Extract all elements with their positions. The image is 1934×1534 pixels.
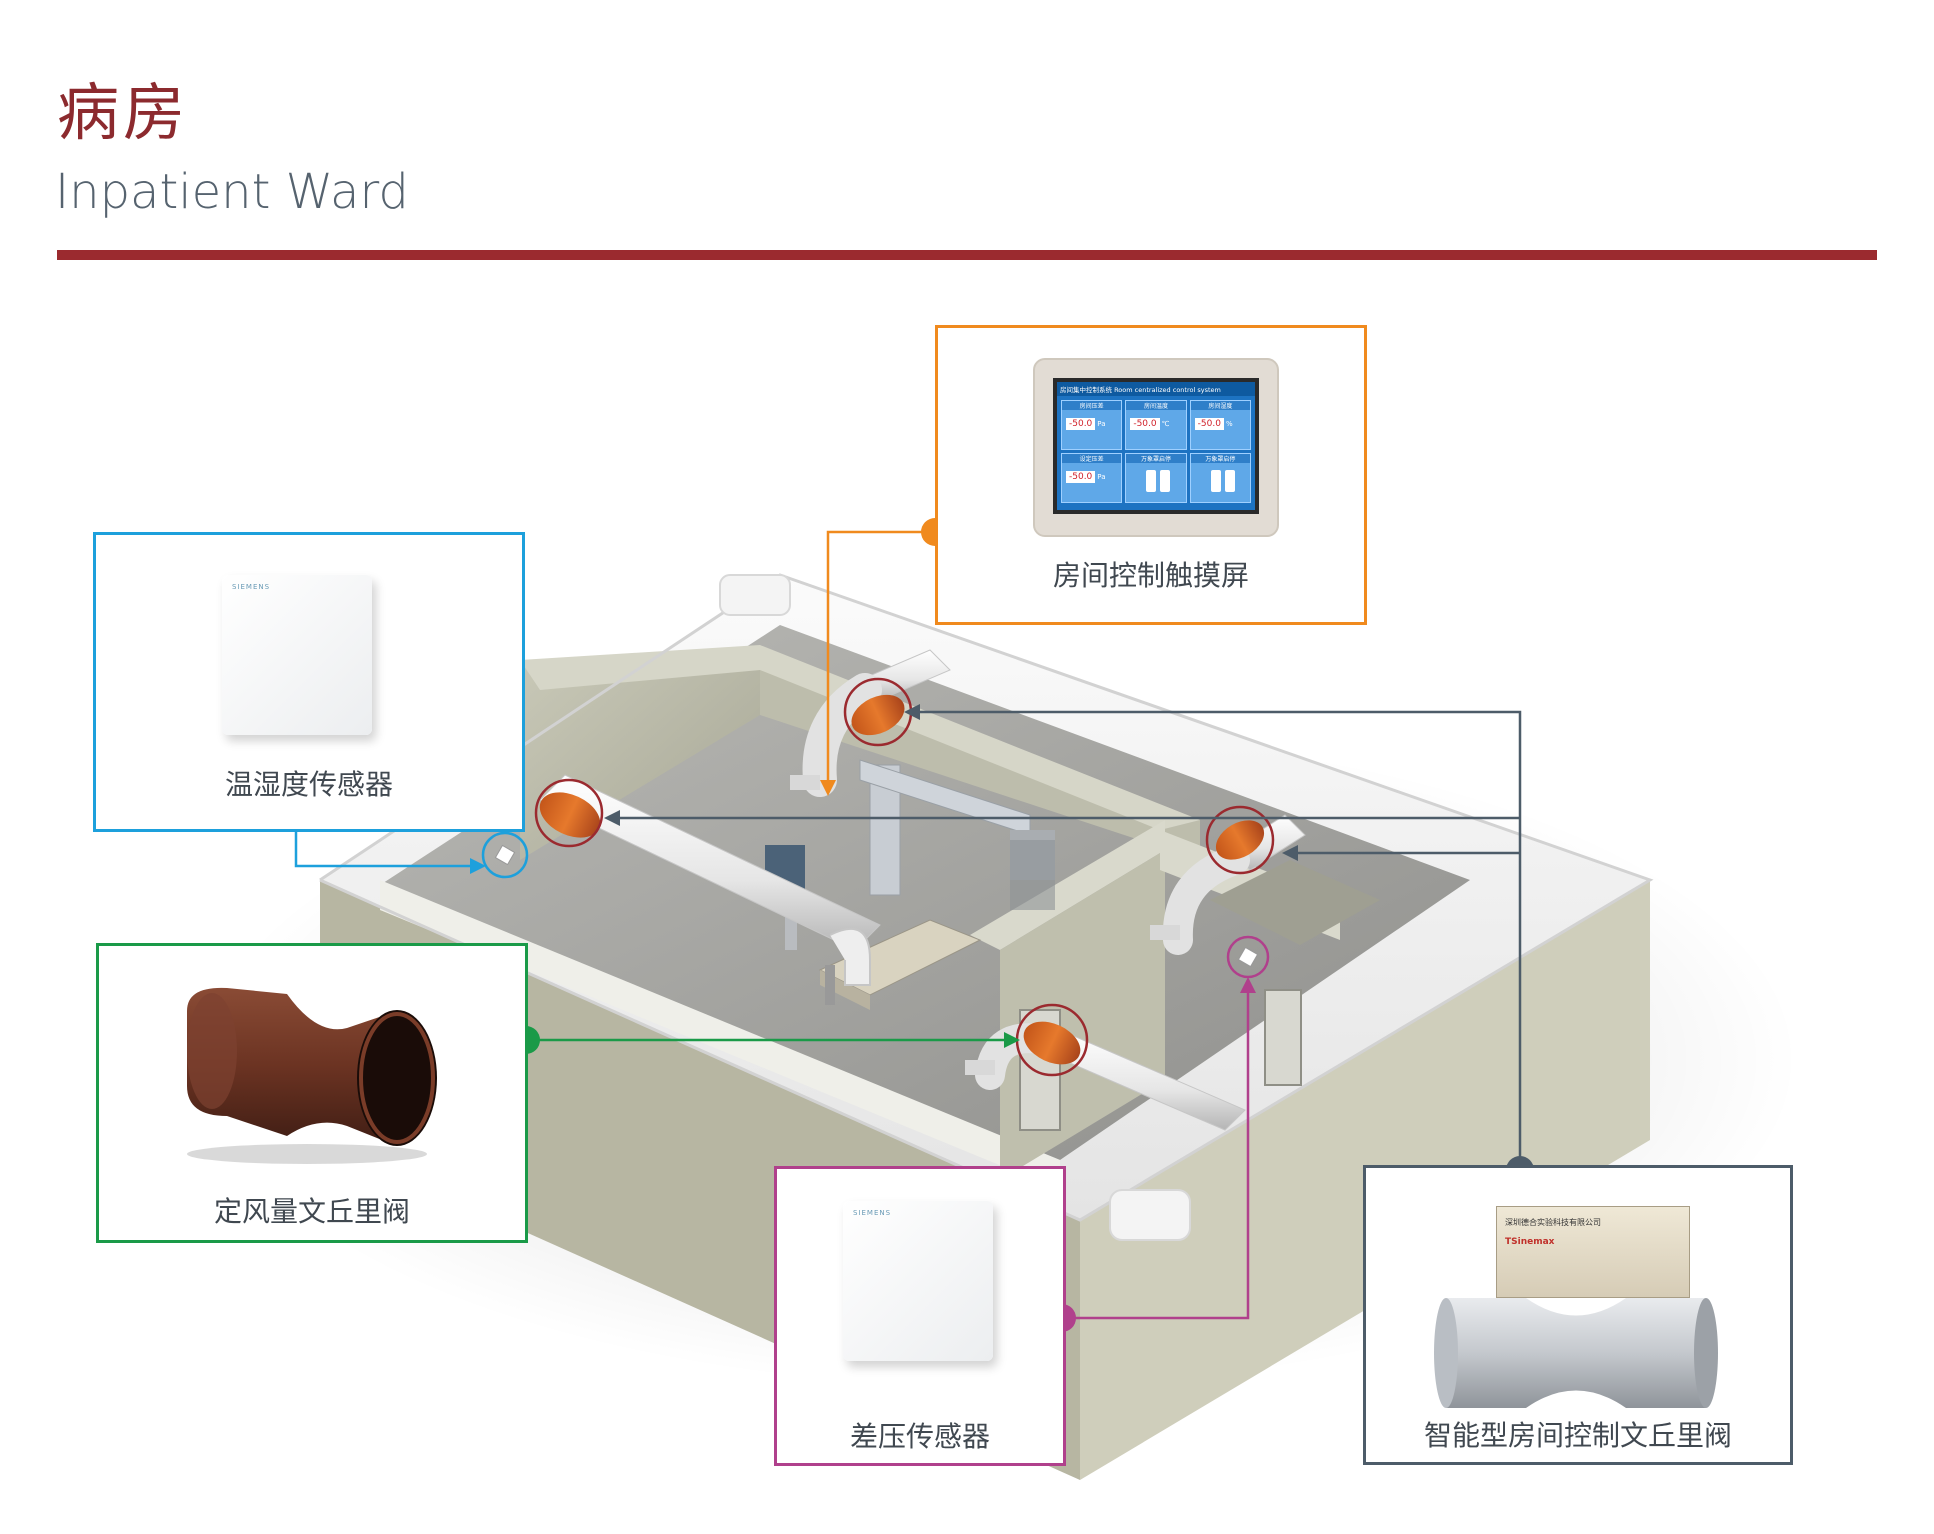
tile-value: -50.0 [1194,418,1224,430]
smart-valve-label: 智能型房间控制文丘里阀 [1423,1419,1732,1452]
tile-label: 房间湿度 [1190,401,1250,410]
leader-blue [294,830,478,868]
tile-unit: Pa [1097,420,1106,428]
arrow-slate-top [904,704,920,720]
touchscreen-display: 房间集中控制系统 Room centralized control system… [1053,378,1259,514]
arrow-green [1004,1032,1020,1048]
page-title: 病房 [57,76,190,149]
touchscreen-header: 房间集中控制系统 Room centralized control system [1057,382,1255,396]
page-subtitle: Inpatient Ward [55,164,409,220]
temp-sensor-brand: SIEMENS [232,583,271,591]
leader-slate-top [912,710,1522,1170]
arrow-magenta [1240,977,1256,993]
tile-label: 设定压差 [1062,454,1122,463]
touchscreen-tile[interactable]: 万象罩启停 [1189,453,1251,503]
tile-label: 万象罩启停 [1126,454,1186,463]
temp-humidity-label: 温湿度传感器 [224,768,393,801]
touchscreen-tile[interactable]: 万象罩启停 [1125,453,1187,503]
tile-label: 房间压差 [1062,401,1122,410]
tile-unit: Pa [1097,473,1106,481]
touchscreen-device: 房间集中控制系统 Room centralized control system… [1033,358,1279,537]
control-box-company: 深圳德合实验科技有限公司 [1505,1218,1601,1227]
callout-temp-humidity-sensor: SIEMENS 温湿度传感器 [93,532,525,832]
tile-unit: ℃ [1161,420,1170,428]
tile-unit: % [1225,420,1233,428]
callout-touchscreen: 房间集中控制系统 Room centralized control system… [935,325,1367,625]
valve-ring-right [1205,805,1275,875]
touchscreen-label: 房间控制触摸屏 [1052,559,1249,592]
tile-switch-icon[interactable] [1146,470,1157,492]
sensor-ring-blue [481,831,529,879]
touchscreen-tile[interactable]: 房间湿度 -50.0% [1189,400,1251,450]
touchscreen-tile[interactable]: 房间温度 -50.0℃ [1125,400,1187,450]
arrow-slate-left [604,810,620,826]
control-box-brand: TSinemax [1505,1237,1555,1247]
callout-smart-venturi-valve: 深圳德合实验科技有限公司 TSinemax 智能型房间控制文丘里阀 [1363,1165,1793,1465]
tile-switch-icon[interactable] [1210,470,1221,492]
room-sensor-marker [494,844,516,866]
control-box: 深圳德合实验科技有限公司 TSinemax [1496,1206,1690,1298]
arrow-blue [470,858,486,874]
pressure-sensor-brand: SIEMENS [853,1209,892,1217]
tile-label: 房间温度 [1126,401,1186,410]
arrow-slate-right [1282,845,1298,861]
leader-orange [826,530,935,790]
pressure-sensor-device: SIEMENS [843,1201,993,1361]
temp-sensor-device: SIEMENS [222,575,372,735]
callout-cav-venturi-valve: 定风量文丘里阀 [96,943,528,1243]
arrow-orange [820,780,836,796]
smart-valve-body [1434,1298,1718,1408]
tile-value: -50.0 [1130,418,1160,430]
callout-diff-pressure-sensor: SIEMENS 差压传感器 [774,1166,1066,1466]
cav-valve-label: 定风量文丘里阀 [213,1195,410,1228]
duct-valves [539,694,1265,1065]
leader-magenta [1062,985,1250,1320]
pressure-sensor-marker [1237,946,1259,968]
tile-value: -50.0 [1066,471,1096,483]
tile-value: -50.0 [1066,418,1096,430]
valve-ring-left [534,778,604,848]
cav-valve-image [187,987,437,1164]
title-divider [57,250,1877,260]
tile-label: 万象罩启停 [1190,454,1250,463]
diff-pressure-label: 差压传感器 [849,1420,990,1453]
